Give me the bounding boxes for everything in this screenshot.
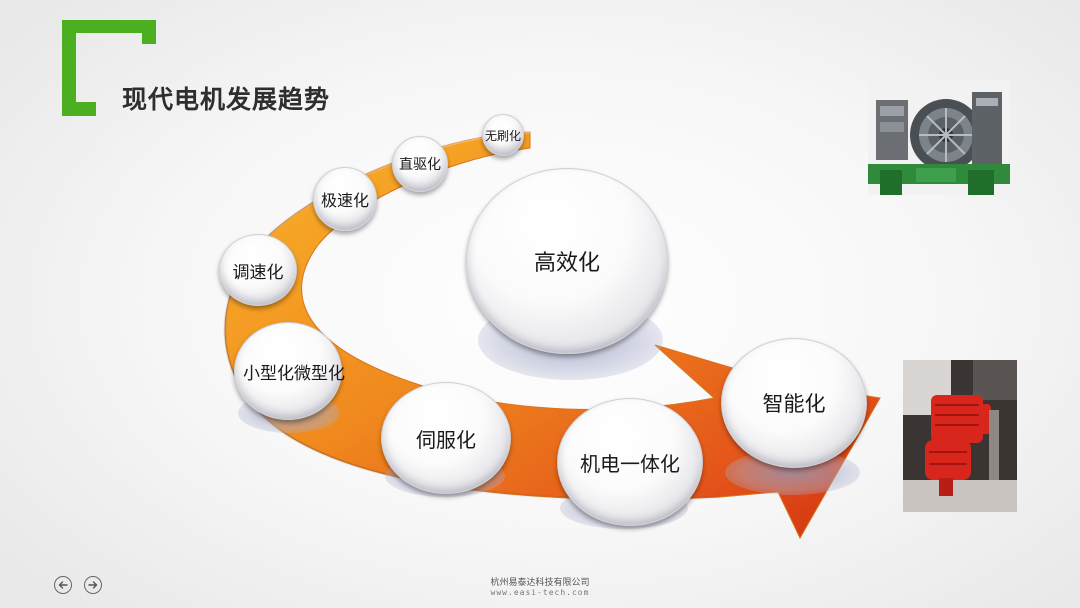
footer-url: www.easi-tech.com bbox=[490, 588, 590, 597]
bubble-wushua: 无刷化 bbox=[482, 114, 524, 156]
prev-slide-button[interactable] bbox=[54, 576, 72, 594]
accent-bracket-icon bbox=[62, 20, 156, 116]
bubble-label: 直驱化 bbox=[399, 157, 441, 173]
bubble-label: 调速化 bbox=[232, 262, 284, 283]
bubble-label: 智能化 bbox=[762, 392, 826, 416]
red-gear-motor-photo bbox=[903, 360, 1017, 512]
bubble-zhineng: 智能化 bbox=[721, 338, 867, 468]
bubble-jisu: 极速化 bbox=[313, 167, 377, 231]
arrow-right-icon bbox=[88, 581, 98, 589]
bubble-label: 小型化微型化 bbox=[243, 363, 345, 384]
bubble-label: 极速化 bbox=[320, 191, 369, 210]
industrial-motor-photo bbox=[868, 80, 1010, 195]
bubble-jidian: 机电一体化 bbox=[557, 398, 703, 526]
bubble-label: 高效化 bbox=[533, 251, 600, 276]
bubble-xiaoxing: 小型化微型化 bbox=[234, 322, 345, 420]
bubble-gaoxiao: 高效化 bbox=[466, 168, 668, 354]
bubble-label: 机电一体化 bbox=[580, 451, 680, 476]
bubble-tiaosu: 调速化 bbox=[219, 234, 297, 306]
page-title: 现代电机发展趋势 bbox=[122, 85, 331, 114]
bubble-label: 伺服化 bbox=[416, 427, 476, 452]
footer-company: 杭州易泰达科技有限公司 bbox=[490, 578, 590, 588]
arrow-left-icon bbox=[58, 581, 68, 589]
next-slide-button[interactable] bbox=[84, 576, 102, 594]
bubble-label: 无刷化 bbox=[484, 128, 521, 143]
bubble-zhiqu: 直驱化 bbox=[392, 136, 448, 192]
bubble-sifu: 伺服化 bbox=[381, 382, 511, 494]
